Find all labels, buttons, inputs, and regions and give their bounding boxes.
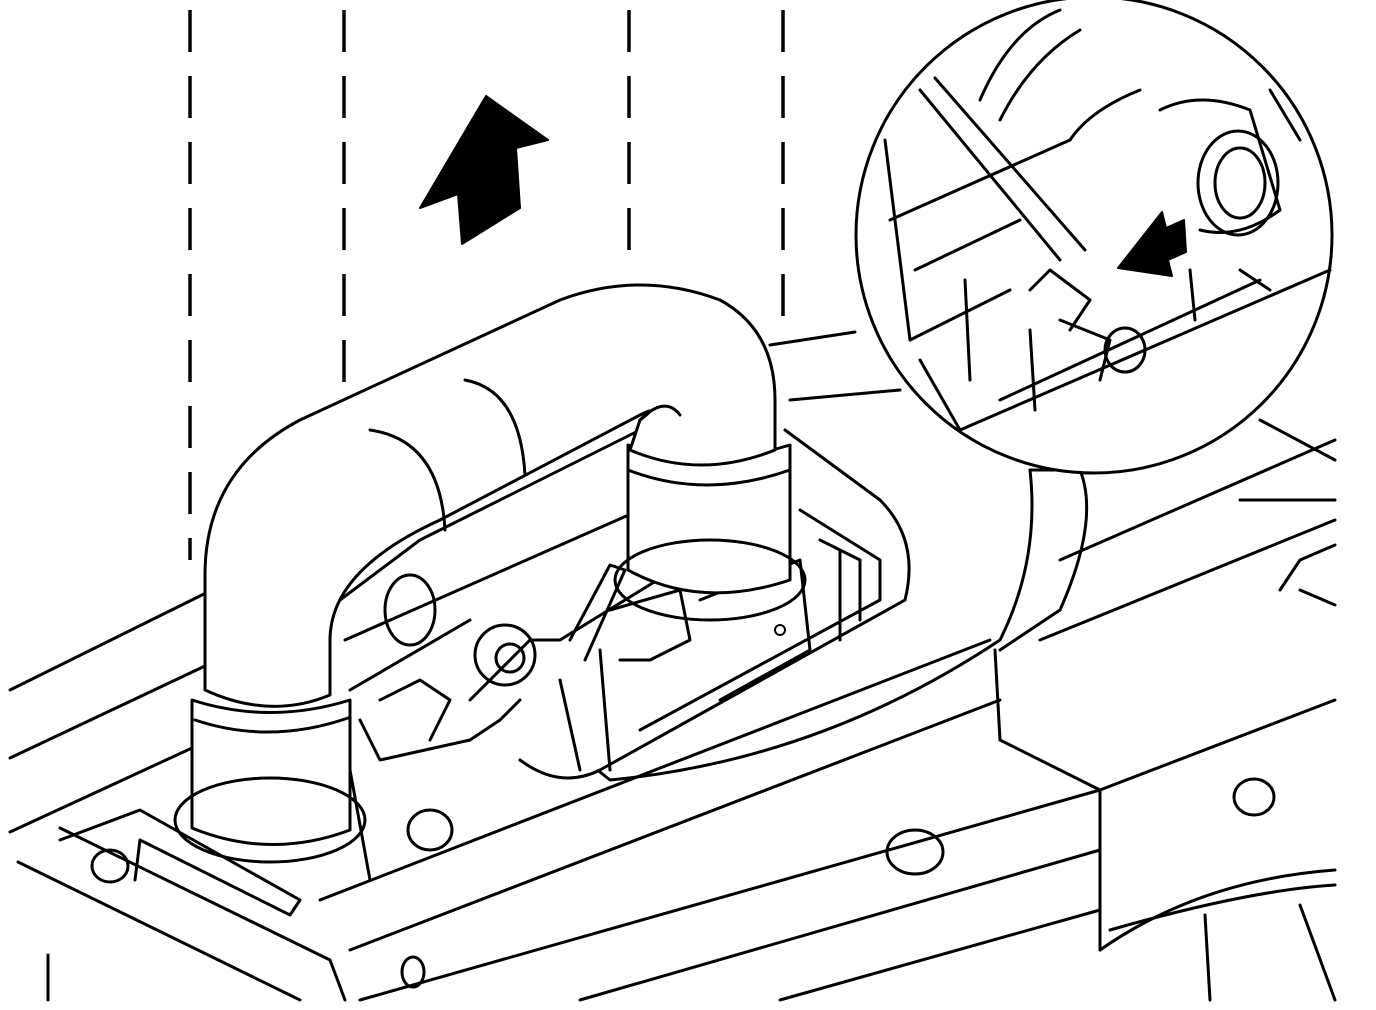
hose-body	[203, 283, 777, 708]
hose-left-cuff	[190, 698, 352, 846]
channel-wall-2	[788, 388, 902, 402]
inset-base-2	[918, 358, 962, 432]
body-right-2	[1058, 438, 1337, 562]
body-edge-5	[778, 908, 1102, 1002]
channel-wall-outer	[768, 330, 857, 347]
latch-arm	[568, 563, 627, 662]
inset-frame-1	[883, 138, 912, 342]
inset-post-2	[1028, 328, 1037, 412]
inset-clip	[1028, 268, 1092, 332]
latch-wall-right	[818, 538, 862, 622]
latch-tab	[608, 588, 692, 662]
inset-frame-4	[908, 288, 1012, 342]
inset-base-3	[998, 278, 1262, 402]
hose-right-cuff	[626, 443, 792, 595]
channel-rim	[518, 428, 911, 780]
housing-floor-edge	[16, 860, 302, 1002]
body-right-5	[1298, 588, 1337, 607]
inset-content	[883, 8, 1332, 432]
pivot-outer	[473, 623, 537, 687]
inset-right-2	[1268, 88, 1302, 142]
channel-lip	[598, 468, 1034, 782]
body-right-notch	[1278, 543, 1337, 592]
inset-post-1	[963, 278, 972, 382]
detail-inset	[854, 0, 1334, 475]
latch-rivet	[774, 624, 786, 636]
inset-clip-2	[1058, 318, 1112, 382]
housing	[8, 330, 1337, 1002]
hose-inner-curve	[638, 404, 682, 422]
body-step	[998, 698, 1337, 792]
body-vertical-1	[993, 648, 1002, 742]
body-edge-1	[318, 638, 992, 902]
inset-fitting	[1103, 326, 1147, 374]
inset-right-1	[1238, 268, 1272, 292]
hose-elbow	[173, 283, 807, 864]
body-edge-4	[578, 848, 1102, 1002]
lower-block-4	[558, 678, 582, 772]
inset-frame-2	[888, 138, 1072, 222]
hose-right-cuff-rim	[626, 468, 792, 487]
mount-hole-1	[885, 828, 945, 876]
inset-curve-1	[978, 8, 1062, 102]
body-lower-vert-2	[1298, 903, 1337, 1002]
body-edge-2	[348, 698, 1002, 952]
hose-seam-1	[368, 428, 447, 532]
inset-arrow-icon	[1117, 211, 1187, 277]
housing-edge-mid	[8, 664, 207, 760]
inset-bore-outer	[1196, 129, 1280, 237]
latch-hole	[383, 573, 437, 647]
inset-frame-3	[913, 218, 1022, 272]
inset-bore-inner	[1213, 146, 1267, 220]
mount-hole-4	[406, 808, 454, 852]
lower-block-5	[598, 648, 612, 772]
hose-right-ring	[613, 538, 807, 622]
pivot-inner	[494, 642, 526, 674]
body-curve-lower-2	[1108, 883, 1337, 932]
body-curve-lower	[1098, 868, 1337, 952]
corner-box	[58, 808, 302, 917]
housing-floor-edge-2	[58, 826, 347, 1002]
hose-left-cuff-rim	[193, 716, 350, 734]
housing-edge-upper	[8, 588, 214, 692]
inset-curve-2	[998, 28, 1082, 122]
hose-seam-2	[463, 378, 527, 477]
inset-curve-3	[1068, 88, 1142, 142]
housing-edge-lower	[8, 746, 194, 834]
lower-block-2	[378, 678, 452, 742]
hose-left-ring	[173, 776, 367, 864]
inset-post-3	[1188, 268, 1197, 322]
body-right-1	[1038, 518, 1337, 642]
lower-block-3	[348, 768, 372, 882]
channel-lip-2	[998, 468, 1089, 652]
body-right-3	[1258, 418, 1337, 462]
guide-lines	[188, 10, 785, 560]
latch-rail	[343, 508, 642, 642]
lower-block	[358, 698, 522, 762]
inset-rod-2	[933, 76, 1087, 252]
corner-fitting	[90, 848, 130, 884]
removal-arrow-icon	[419, 95, 549, 245]
body-lower-vert-1	[1203, 913, 1212, 1002]
mount-hole-3	[400, 955, 426, 989]
mount-hole-2	[1232, 777, 1276, 817]
inset-circle	[854, 0, 1334, 475]
channel-rim-inner	[638, 508, 882, 732]
latch-rail-2	[348, 618, 472, 692]
body-edge-3	[358, 788, 1102, 1002]
